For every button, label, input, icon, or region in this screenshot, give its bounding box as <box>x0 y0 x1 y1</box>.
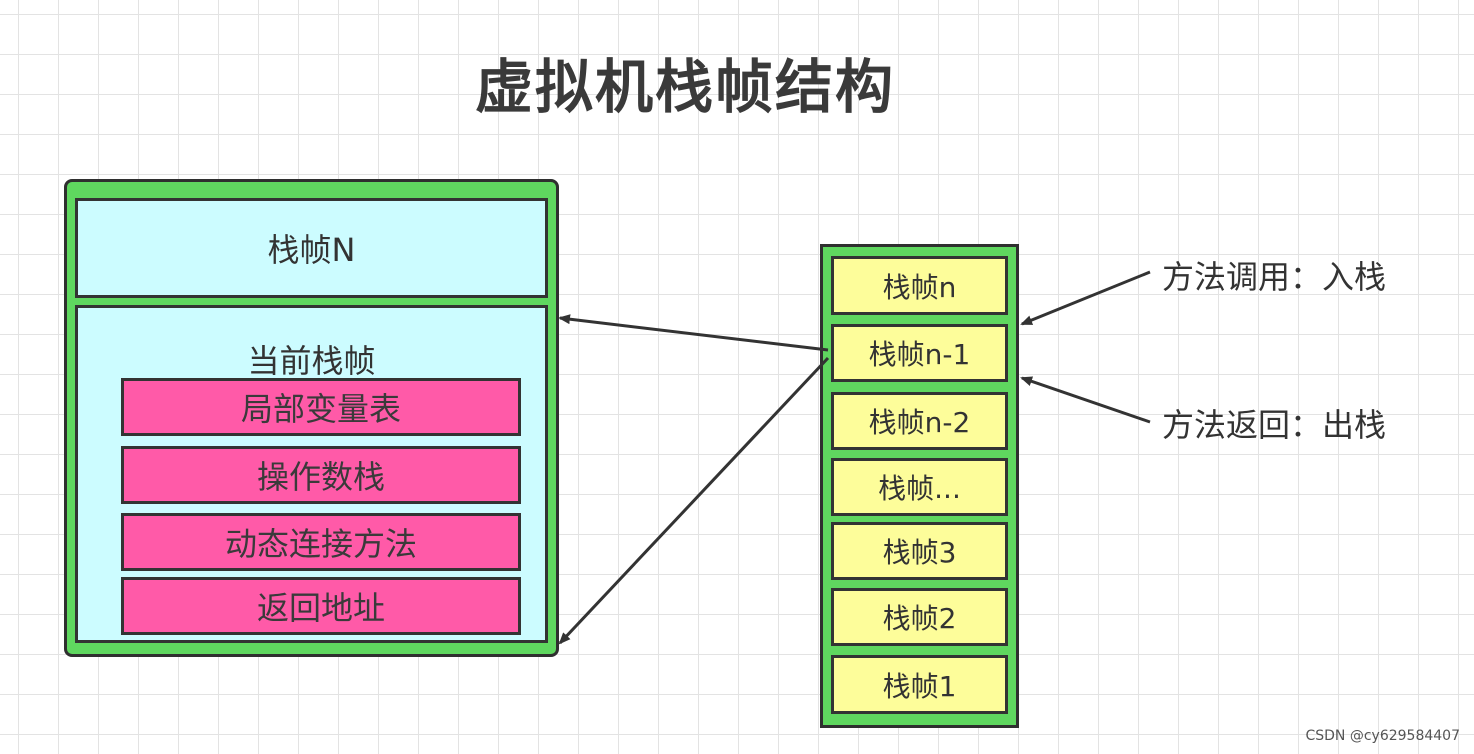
part-dynamic-linking: 动态连接方法 <box>121 513 521 571</box>
stack-frame-label: 栈帧3 <box>882 536 957 569</box>
watermark: CSDN @cy629584407 <box>1305 728 1460 744</box>
stack-frame-label: 栈帧... <box>878 472 961 505</box>
current-frame-label: 当前栈帧 <box>247 342 376 380</box>
part-label: 动态连接方法 <box>224 525 417 563</box>
stack-frame-item: 栈帧2 <box>831 588 1008 646</box>
arrow-push <box>1020 270 1151 326</box>
stack-frame-label: 栈帧n-2 <box>868 406 971 439</box>
push-annotation: 方法调用：入栈 <box>1162 258 1387 296</box>
part-label: 返回地址 <box>256 589 385 627</box>
stack-frame-item: 栈帧... <box>831 458 1008 516</box>
part-return-address: 返回地址 <box>121 577 521 635</box>
stack-frame-item: 栈帧n-1 <box>831 324 1008 382</box>
arrow-to-frame-bottom <box>558 356 830 645</box>
stack-frame-item: 栈帧1 <box>831 655 1008 714</box>
stack-frame-label: 栈帧1 <box>882 669 957 703</box>
arrow-pop <box>1020 376 1151 424</box>
pop-annotation: 方法返回：出栈 <box>1162 406 1387 444</box>
frame-n-box: 栈帧N <box>75 198 548 298</box>
frame-n-label: 栈帧N <box>267 231 356 269</box>
stack-frame-item: 栈帧n <box>831 256 1008 315</box>
part-label: 操作数栈 <box>256 458 385 496</box>
stack-frame-label: 栈帧2 <box>882 602 957 635</box>
diagram-title: 虚拟机栈帧结构 <box>474 53 895 121</box>
stack-frame-item: 栈帧3 <box>831 522 1008 580</box>
part-local-variables: 局部变量表 <box>121 378 521 436</box>
stack-frame-item: 栈帧n-2 <box>831 392 1008 450</box>
stack-frame-label: 栈帧n <box>882 270 957 304</box>
arrow-to-frame-top <box>558 314 829 352</box>
stack-frame-label: 栈帧n-1 <box>868 338 971 371</box>
part-label: 局部变量表 <box>240 390 401 428</box>
part-operand-stack: 操作数栈 <box>121 446 521 504</box>
